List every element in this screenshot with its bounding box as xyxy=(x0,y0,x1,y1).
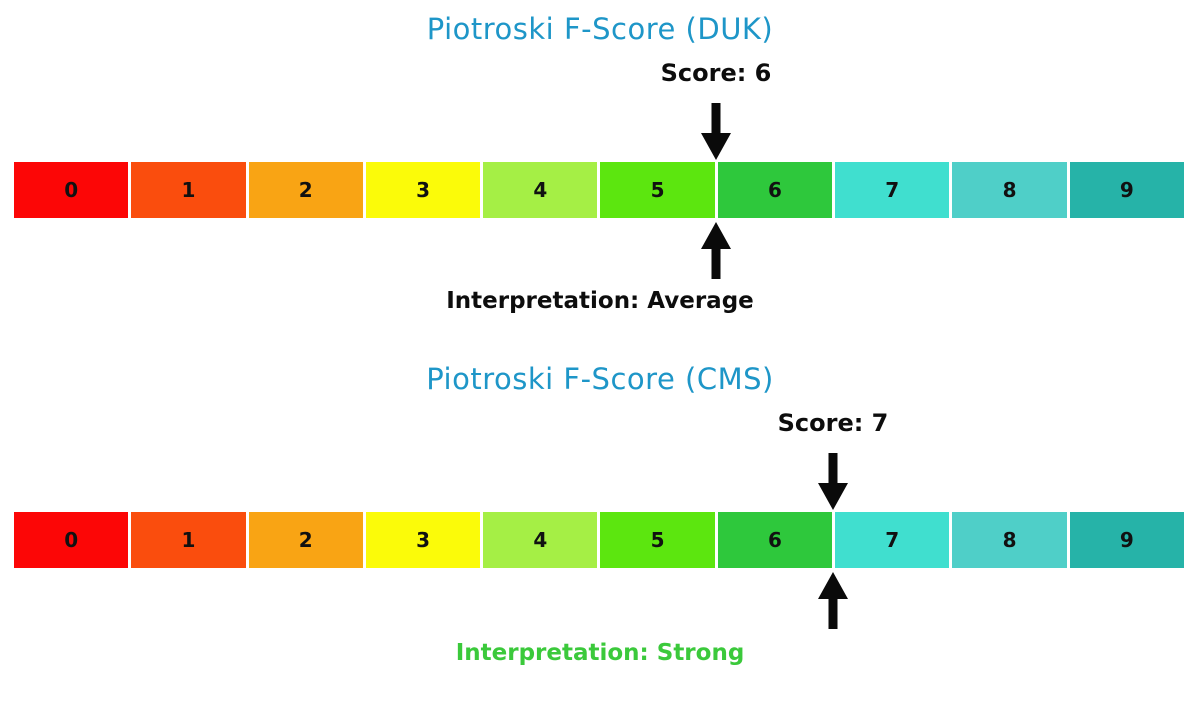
segment-label: 8 xyxy=(1002,528,1017,552)
scale-segment-7: 7 xyxy=(835,162,950,218)
interpretation-label-duk: Interpretation: Average xyxy=(446,288,754,314)
segment-label: 7 xyxy=(885,178,900,202)
chart-title-cms: Piotroski F-Score (CMS) xyxy=(426,362,774,396)
segment-label: 4 xyxy=(533,528,548,552)
scale-segment-2: 2 xyxy=(248,162,363,218)
up-arrow-icon xyxy=(818,572,848,629)
segment-label: 7 xyxy=(885,528,900,552)
scale-segment-3: 3 xyxy=(365,162,481,218)
segment-label: 6 xyxy=(767,178,782,202)
score-scale-bar-cms: 0 1 2 3 4 5 6 7 8 9 xyxy=(14,512,1184,568)
scale-segment-7: 7 xyxy=(835,512,950,568)
segment-label: 1 xyxy=(181,528,196,552)
segment-label: 6 xyxy=(767,528,782,552)
scale-segment-3: 3 xyxy=(365,512,481,568)
up-arrow-icon xyxy=(701,222,731,279)
scale-segment-0: 0 xyxy=(14,512,129,568)
down-arrow-icon xyxy=(818,453,848,510)
scale-segment-5: 5 xyxy=(600,162,715,218)
segment-label: 5 xyxy=(650,528,665,552)
segment-label: 4 xyxy=(533,178,548,202)
scale-segment-6: 6 xyxy=(717,512,833,568)
segment-label: 9 xyxy=(1119,178,1134,202)
scale-segment-6: 6 xyxy=(717,162,833,218)
scale-segment-9: 9 xyxy=(1069,162,1184,218)
segment-label: 3 xyxy=(416,178,430,202)
scale-segment-4: 4 xyxy=(483,512,598,568)
segment-label: 8 xyxy=(1002,178,1017,202)
scale-segment-8: 8 xyxy=(952,162,1067,218)
score-value-cms: Score: 7 xyxy=(777,409,889,437)
interpretation-label-cms: Interpretation: Strong xyxy=(455,640,745,666)
scale-segment-1: 1 xyxy=(131,512,246,568)
chart-title-duk: Piotroski F-Score (DUK) xyxy=(426,12,774,46)
scale-segment-2: 2 xyxy=(248,512,363,568)
segment-label: 3 xyxy=(416,528,430,552)
segment-label: 0 xyxy=(64,178,79,202)
segment-label: 2 xyxy=(298,528,313,552)
scale-segment-8: 8 xyxy=(952,512,1067,568)
scale-segment-5: 5 xyxy=(600,512,715,568)
score-scale-bar-duk: 0 1 2 3 4 5 6 7 8 9 xyxy=(14,162,1184,218)
segment-label: 5 xyxy=(650,178,665,202)
scale-segment-4: 4 xyxy=(483,162,598,218)
score-value-duk: Score: 6 xyxy=(660,59,772,87)
segment-label: 1 xyxy=(181,178,196,202)
scale-segment-9: 9 xyxy=(1069,512,1184,568)
down-arrow-icon xyxy=(701,103,731,160)
scale-segment-0: 0 xyxy=(14,162,129,218)
segment-label: 2 xyxy=(298,178,313,202)
segment-label: 9 xyxy=(1119,528,1134,552)
segment-label: 0 xyxy=(64,528,79,552)
scale-segment-1: 1 xyxy=(131,162,246,218)
